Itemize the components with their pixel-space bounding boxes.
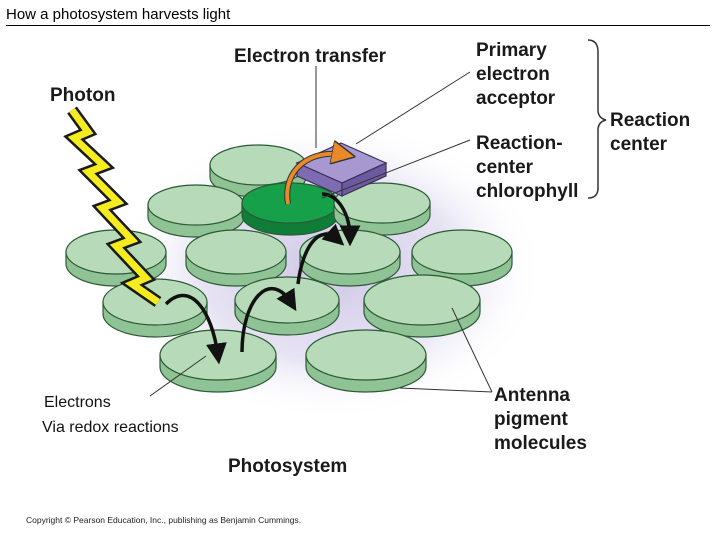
antenna-pigment-disk <box>363 274 481 338</box>
label-electron-transfer: Electron transfer <box>234 46 387 67</box>
antenna-pigment-disk <box>102 278 208 338</box>
label-electrons: Electrons <box>44 394 111 411</box>
label-molecules: molecules <box>494 433 587 454</box>
antenna-pigment-disk <box>159 329 277 393</box>
energy-transfer-arrow-3 <box>296 223 345 285</box>
label-photosystem: Photosystem <box>228 456 347 477</box>
slide-title: How a photosystem harvests light <box>6 7 710 26</box>
label-primary: Primary <box>476 40 547 61</box>
reaction-center-brace <box>587 39 607 199</box>
label-antenna: Antenna <box>494 385 570 406</box>
copyright-note: Copyright © Pearson Education, Inc., pub… <box>26 515 301 525</box>
energy-transfer-arrow-2 <box>240 287 297 353</box>
energy-transfer-arrow-4 <box>321 192 361 247</box>
label-redox: Via redox reactions <box>42 419 179 436</box>
antenna-pigment-disk <box>305 329 427 393</box>
label-electron: electron <box>476 64 550 85</box>
label-reaction-center-1: Reaction <box>610 110 690 131</box>
label-chlorophyll: chlorophyll <box>476 181 578 202</box>
label-reaction-center-2: center <box>610 134 668 155</box>
pointer-lines <box>149 66 493 397</box>
label-acceptor: acceptor <box>476 88 556 109</box>
energy-transfer-arrow-1 <box>164 293 227 365</box>
photon-zigzag-fill <box>67 107 160 305</box>
label-reaction: Reaction- <box>476 133 563 154</box>
electron-transfer-arrow <box>285 154 346 205</box>
label-center: center <box>476 157 534 178</box>
label-pigment: pigment <box>494 409 569 430</box>
antenna-pigment-disk <box>185 229 287 287</box>
antenna-disks <box>65 144 513 393</box>
antenna-pigment-disk <box>147 184 245 238</box>
label-photon: Photon <box>50 85 115 106</box>
